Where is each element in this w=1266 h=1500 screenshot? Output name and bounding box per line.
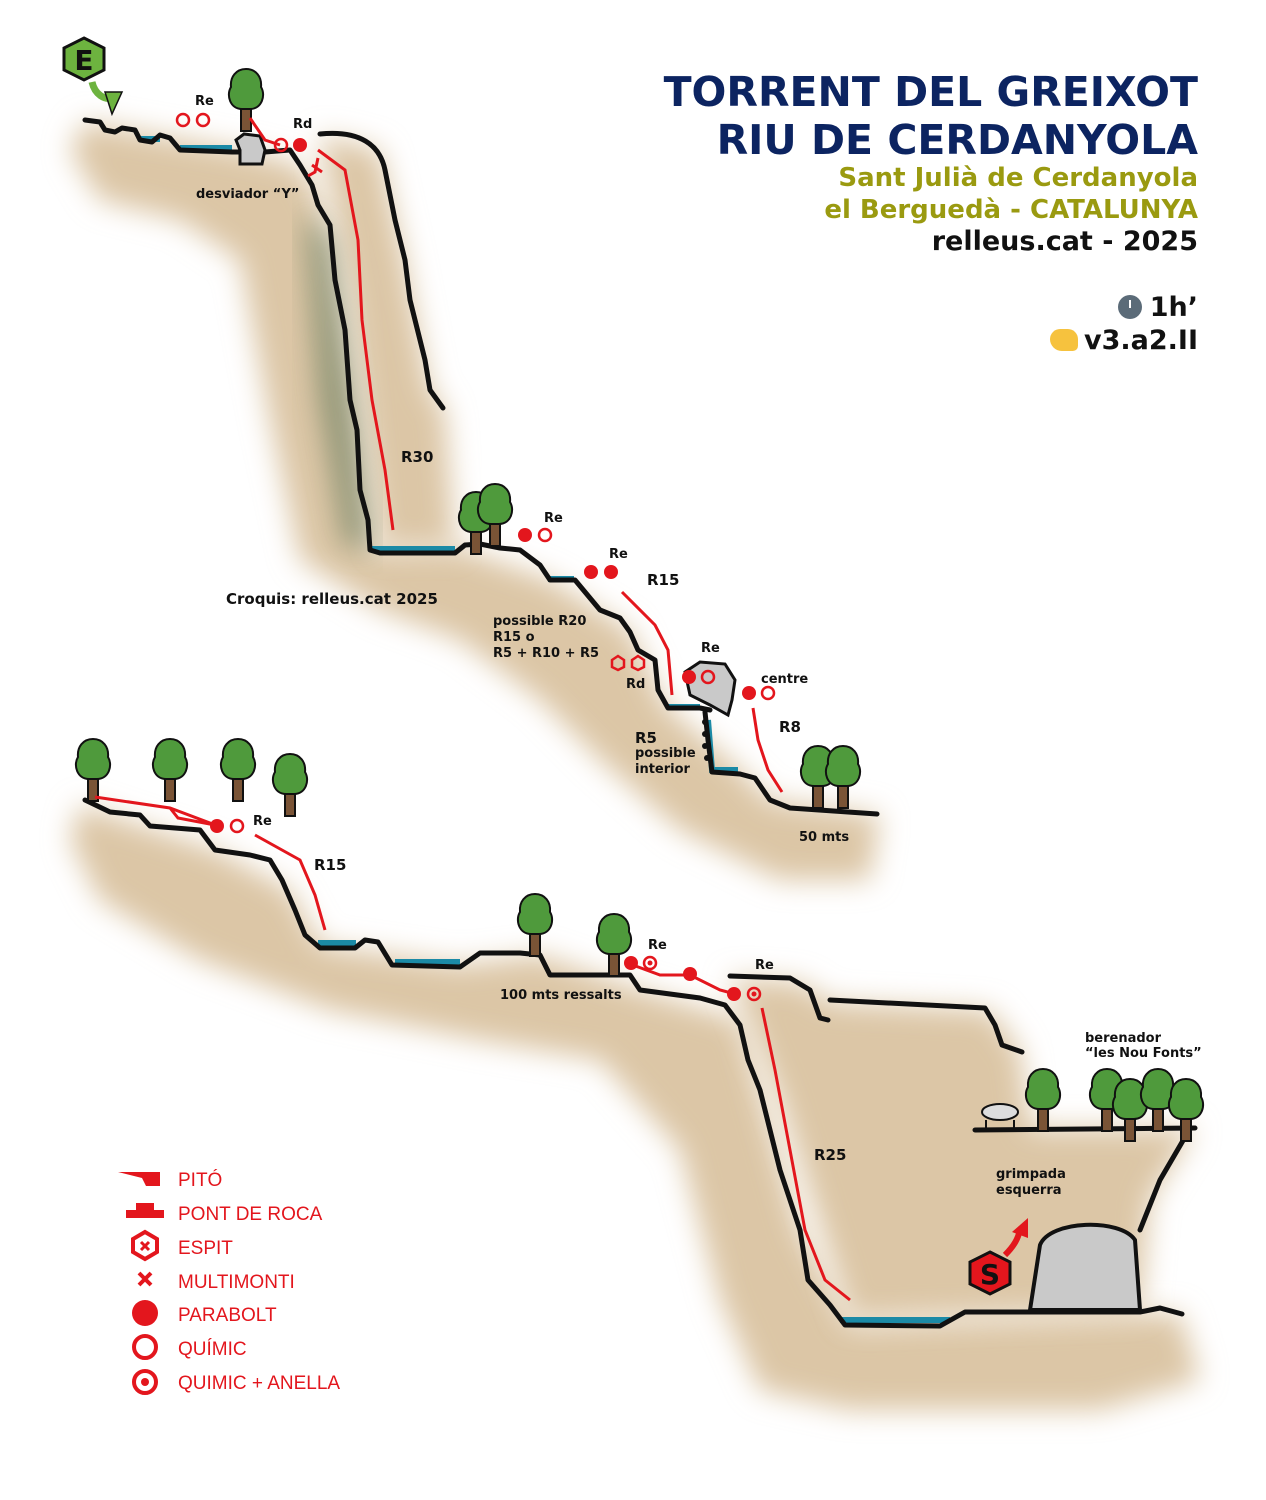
grade-value: v3.a2.II (1084, 325, 1198, 356)
svg-text:Re: Re (755, 958, 774, 973)
svg-text:ESPIT: ESPIT (178, 1238, 233, 1259)
credit: relleus.cat - 2025 (931, 226, 1198, 257)
svg-text:R15: R15 (314, 856, 346, 874)
chemical-ring-icon (132, 1369, 158, 1395)
subtitle-line-2: el Berguedà - CATALUNYA (824, 195, 1198, 225)
svg-text:R30: R30 (401, 448, 433, 466)
chockstone (683, 660, 737, 718)
svg-text:R25: R25 (814, 1146, 846, 1164)
svg-text:grimpada: grimpada (996, 1167, 1066, 1182)
title-line-1: TORRENT DEL GREIXOT (663, 68, 1198, 116)
svg-text:PONT DE ROCA: PONT DE ROCA (178, 1204, 323, 1225)
svg-text:E: E (74, 44, 93, 77)
rock-bridge-icon (126, 1203, 164, 1218)
svg-text:possible R20: possible R20 (493, 614, 586, 629)
svg-text:R8: R8 (779, 718, 801, 736)
anchors (175, 112, 776, 1002)
subtitle-line-1: Sant Julià de Cerdanyola (838, 163, 1198, 193)
svg-text:desviador “Y”: desviador “Y” (196, 187, 299, 202)
svg-text:Re: Re (544, 511, 563, 526)
boulder (234, 132, 267, 166)
svg-text:possible: possible (635, 746, 696, 761)
svg-text:Re: Re (195, 94, 214, 109)
flexed-biceps-icon (1050, 329, 1078, 351)
svg-text:50 mts: 50 mts (799, 830, 849, 845)
svg-text:Rd: Rd (293, 117, 312, 132)
svg-text:centre: centre (761, 672, 808, 687)
picnic-table-icon (981, 1103, 1019, 1128)
svg-text:MULTIMONTI: MULTIMONTI (178, 1272, 295, 1293)
svg-text:esquerra: esquerra (996, 1183, 1062, 1198)
exit-marker: S (968, 1218, 1028, 1296)
clock-icon (1117, 295, 1142, 319)
svg-text:PARABOLT: PARABOLT (178, 1305, 277, 1326)
title-line-2: RIU DE CERDANYOLA (716, 116, 1198, 164)
page-title: TORRENT DEL GREIXOT RIU DE CERDANYOLA (664, 68, 1198, 164)
svg-text:R5 + R10 + R5: R5 + R10 + R5 (493, 646, 599, 661)
svg-text:QUÍMIC: QUÍMIC (178, 1339, 247, 1360)
spit-icon (131, 1229, 159, 1262)
svg-text:Re: Re (648, 938, 667, 953)
rock-mass-upper (70, 122, 880, 880)
svg-text:Re: Re (609, 547, 628, 562)
topo-labels: Re Rd desviador “Y” R30 Re Re R15 Croqui… (195, 94, 1202, 1198)
svg-text:S: S (980, 1258, 1000, 1291)
svg-text:100 mts ressalts: 100 mts ressalts (500, 988, 622, 1003)
climbing-holds (702, 719, 710, 761)
svg-text:Re: Re (701, 641, 720, 656)
svg-text:interior: interior (635, 762, 691, 777)
svg-text:QUIMIC + ANELLA: QUIMIC + ANELLA (178, 1373, 340, 1394)
duration: 1h’ (1117, 292, 1198, 323)
rappel-lines (94, 117, 851, 1302)
boulder-exit (1027, 1222, 1143, 1312)
legend: PITÓ PONT DE ROCA ESPIT MULTIMONTI PARAB… (118, 1169, 340, 1395)
svg-text:R15: R15 (647, 571, 679, 589)
svg-text:PITÓ: PITÓ (178, 1169, 222, 1191)
svg-text:R5: R5 (635, 729, 657, 747)
svg-text:R15 o: R15 o (493, 630, 535, 645)
svg-text:Re: Re (253, 814, 272, 829)
subtitle: Sant Julià de Cerdanyola el Berguedà - C… (824, 162, 1198, 226)
parabolt-icon (132, 1300, 158, 1326)
chemical-anchor-icon (132, 1334, 158, 1360)
grade: v3.a2.II (1050, 325, 1198, 356)
svg-text:berenador: berenador (1085, 1031, 1162, 1046)
duration-value: 1h’ (1149, 292, 1198, 323)
svg-text:Croquis: relleus.cat 2025: Croquis: relleus.cat 2025 (226, 590, 438, 608)
svg-text:Rd: Rd (626, 677, 645, 692)
multimonti-icon (137, 1271, 153, 1287)
spit-icon (610, 654, 646, 672)
entry-marker: E (62, 36, 124, 117)
piton-icon (118, 1172, 160, 1186)
svg-text:“les Nou Fonts”: “les Nou Fonts” (1085, 1046, 1202, 1061)
